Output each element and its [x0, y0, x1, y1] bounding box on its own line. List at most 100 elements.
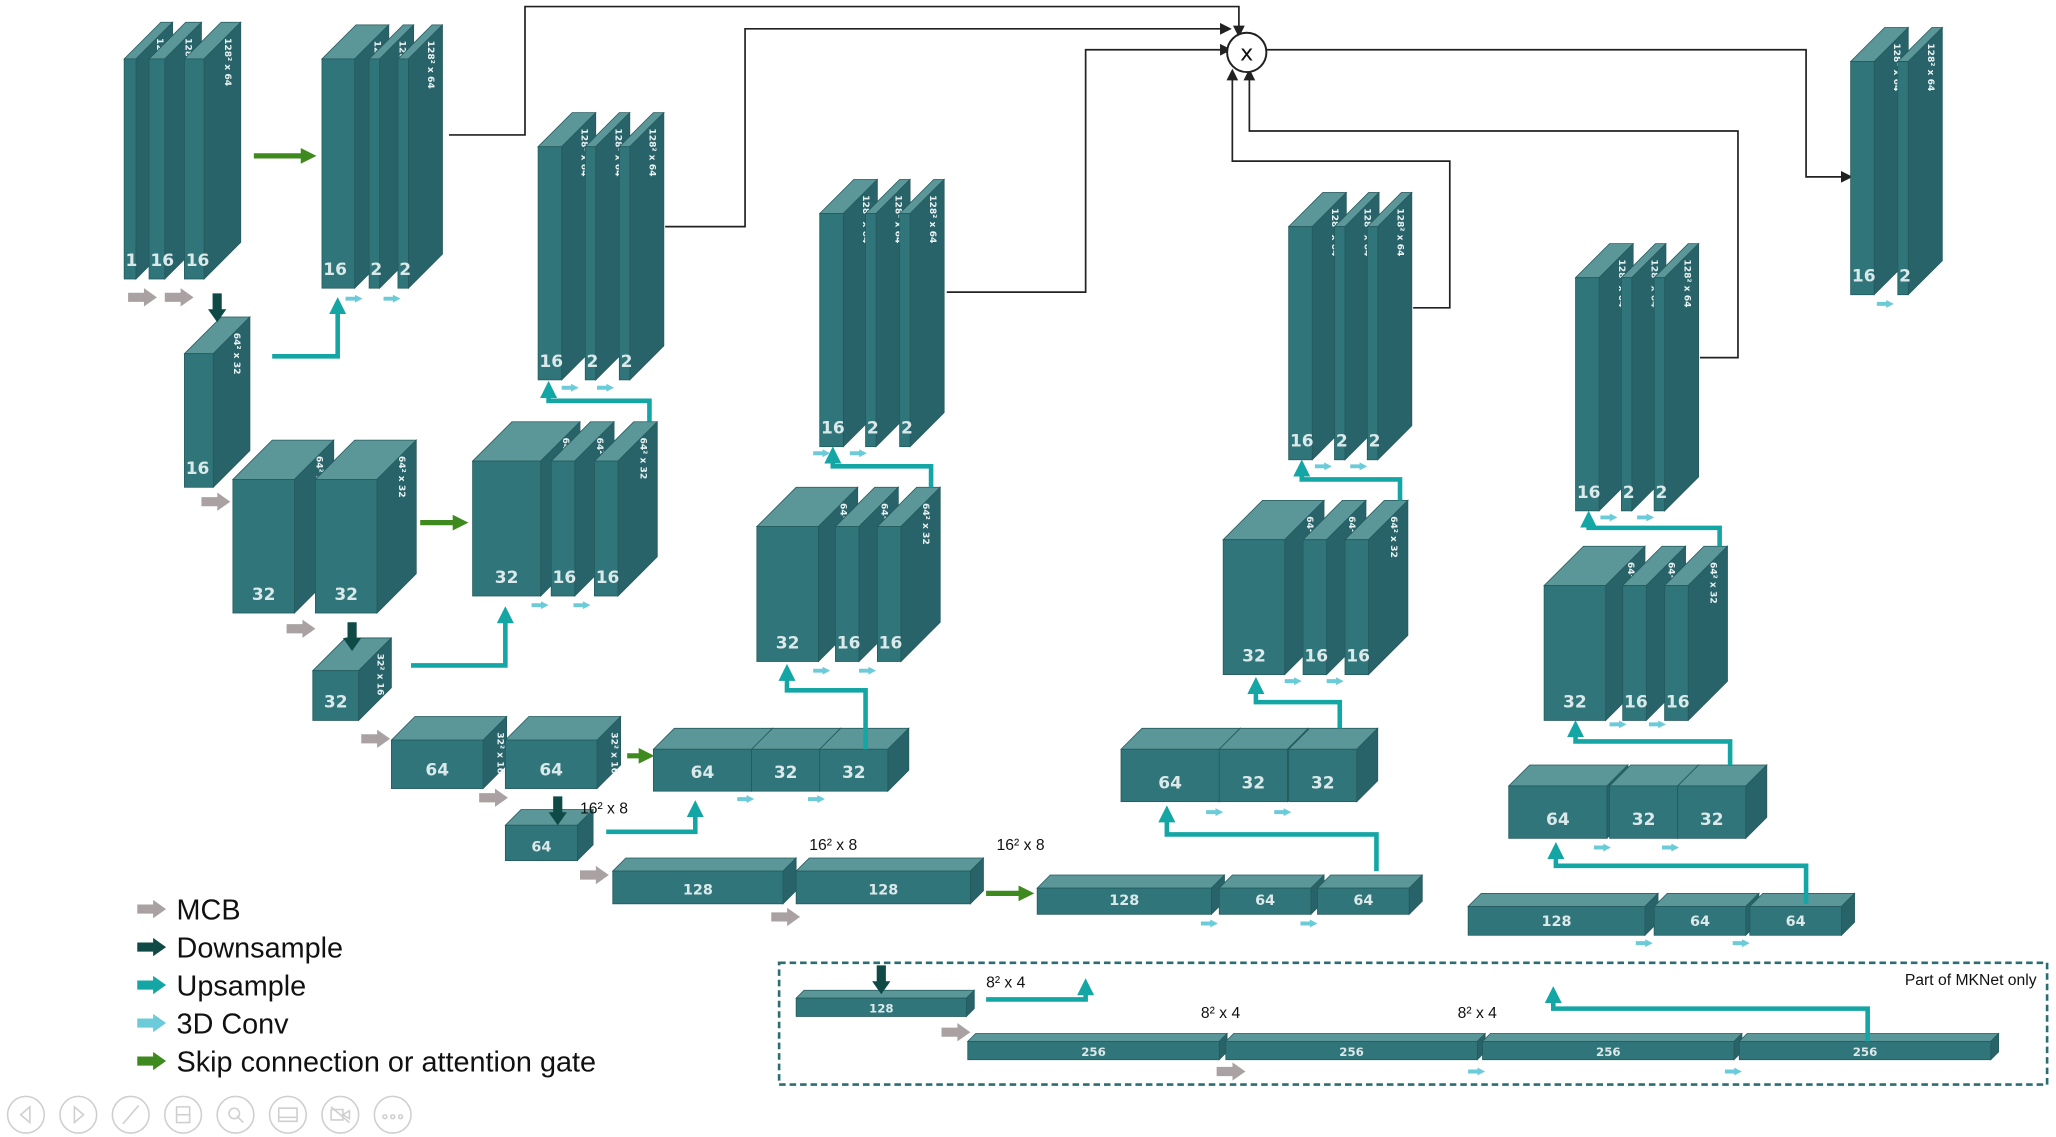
conv3d-arrow — [1274, 808, 1292, 817]
channel-count-label: 16 — [596, 568, 620, 588]
dimension-annotation: 8² x 4 — [1201, 1005, 1241, 1022]
channel-count-label: 32 — [776, 633, 800, 653]
mcb-arrow — [1216, 1062, 1246, 1081]
channel-count-label: 64 — [1255, 893, 1275, 909]
block-front-face — [1664, 585, 1689, 721]
channel-count-label: 2 — [1336, 432, 1348, 452]
block-dimension-label: 128² x 64 — [612, 128, 623, 176]
block-front-face — [652, 748, 753, 792]
attention-connector-line — [1266, 48, 1853, 183]
multiply-symbol: x — [1240, 40, 1253, 66]
conv3d-arrow — [813, 666, 831, 675]
legend-arrow-icon — [137, 975, 167, 995]
camera-off-icon[interactable] — [321, 1095, 360, 1134]
block-dimension-label: 128² x 64 — [893, 195, 904, 243]
block-dimension-label: 128² x 64 — [578, 128, 589, 176]
block-front-face — [1620, 277, 1633, 512]
channel-count-label: 64 — [425, 760, 449, 780]
block-front-face — [232, 479, 295, 614]
mcb-arrow — [580, 865, 609, 885]
zoom-icon[interactable] — [216, 1095, 255, 1134]
conv3d-arrow — [1314, 462, 1332, 471]
block-front-face — [1302, 539, 1328, 675]
legend-label: Upsample — [177, 971, 307, 1003]
channel-count-label: 16 — [1624, 692, 1648, 712]
next-glyph — [73, 1105, 85, 1125]
block-front-face — [504, 824, 578, 862]
legend-label: Skip connection or attention gate — [177, 1047, 596, 1079]
connector-lines — [449, 5, 1853, 359]
conv3d-arrow — [737, 795, 755, 803]
feature-block: 256 — [1224, 1032, 1487, 1061]
feature-block: 32 — [1287, 727, 1379, 803]
channel-count-label: 32 — [334, 585, 358, 605]
block-dimension-label: 32² x 16 — [375, 654, 386, 696]
more-icon[interactable] — [373, 1095, 412, 1134]
channel-count-label: 16 — [539, 352, 563, 372]
channel-count-label: 16 — [1852, 267, 1876, 287]
channel-count-label: 16 — [1290, 432, 1314, 452]
block-front-face — [321, 58, 356, 289]
block-front-face — [618, 146, 631, 381]
legend-label: Downsample — [177, 933, 343, 965]
block-front-face — [819, 748, 889, 792]
presentation-toolbar[interactable] — [6, 1095, 412, 1134]
upsample-arrow — [1580, 510, 1722, 547]
block-top-face — [795, 989, 976, 999]
channel-count-label: 256 — [1596, 1045, 1621, 1059]
legend-item: Downsample — [137, 933, 343, 965]
next-icon[interactable] — [59, 1095, 98, 1134]
block-front-face — [612, 870, 784, 905]
feature-block: 32 — [1608, 764, 1700, 840]
block-front-face — [390, 739, 484, 789]
conv3d-arrow — [345, 294, 363, 303]
block-front-face — [819, 213, 844, 448]
block-front-face — [1036, 887, 1212, 915]
block-front-face — [1653, 906, 1747, 936]
channel-count-label: 32 — [324, 692, 348, 712]
channel-count-label: 16 — [1666, 692, 1690, 712]
block-front-face — [1622, 585, 1647, 721]
operation-arrows — [128, 148, 1894, 1081]
conv3d-arrow — [1609, 720, 1627, 729]
channel-count-label: 32 — [495, 568, 519, 588]
more-glyph — [382, 1113, 404, 1120]
conv3d-arrow — [1732, 939, 1750, 948]
block-front-face — [504, 739, 598, 789]
mcb-arrow — [941, 1023, 971, 1042]
attention-connector-line — [946, 43, 1232, 293]
pen-icon[interactable] — [111, 1095, 150, 1134]
legend-item: 3D Conv — [137, 1009, 289, 1041]
conv3d-arrow — [383, 294, 401, 303]
conv3d-arrow — [573, 601, 591, 610]
conv3d-arrow — [807, 795, 825, 803]
channel-count-label: 2 — [867, 419, 879, 439]
block-front-face — [1467, 906, 1646, 936]
slides-icon[interactable] — [163, 1095, 203, 1134]
block-front-face — [1225, 1040, 1478, 1061]
feature-block: 64 — [1316, 874, 1424, 916]
block-front-face — [876, 526, 902, 662]
conv3d-arrow — [1206, 808, 1224, 817]
block-dimension-label: 64² x 32 — [1388, 516, 1399, 558]
legend-item: MCB — [137, 895, 241, 927]
channel-count-label: 2 — [1655, 483, 1667, 503]
previous-icon[interactable] — [6, 1095, 46, 1134]
upsample-arrow — [824, 446, 934, 488]
block-front-face — [967, 1040, 1220, 1061]
subtitles-icon[interactable] — [268, 1095, 308, 1134]
channel-count-label: 2 — [370, 260, 382, 280]
feature-block: 32 32² x 16 — [311, 636, 393, 722]
block-front-face — [594, 460, 619, 597]
upsample-arrow — [540, 380, 652, 422]
block-front-face — [756, 526, 819, 662]
